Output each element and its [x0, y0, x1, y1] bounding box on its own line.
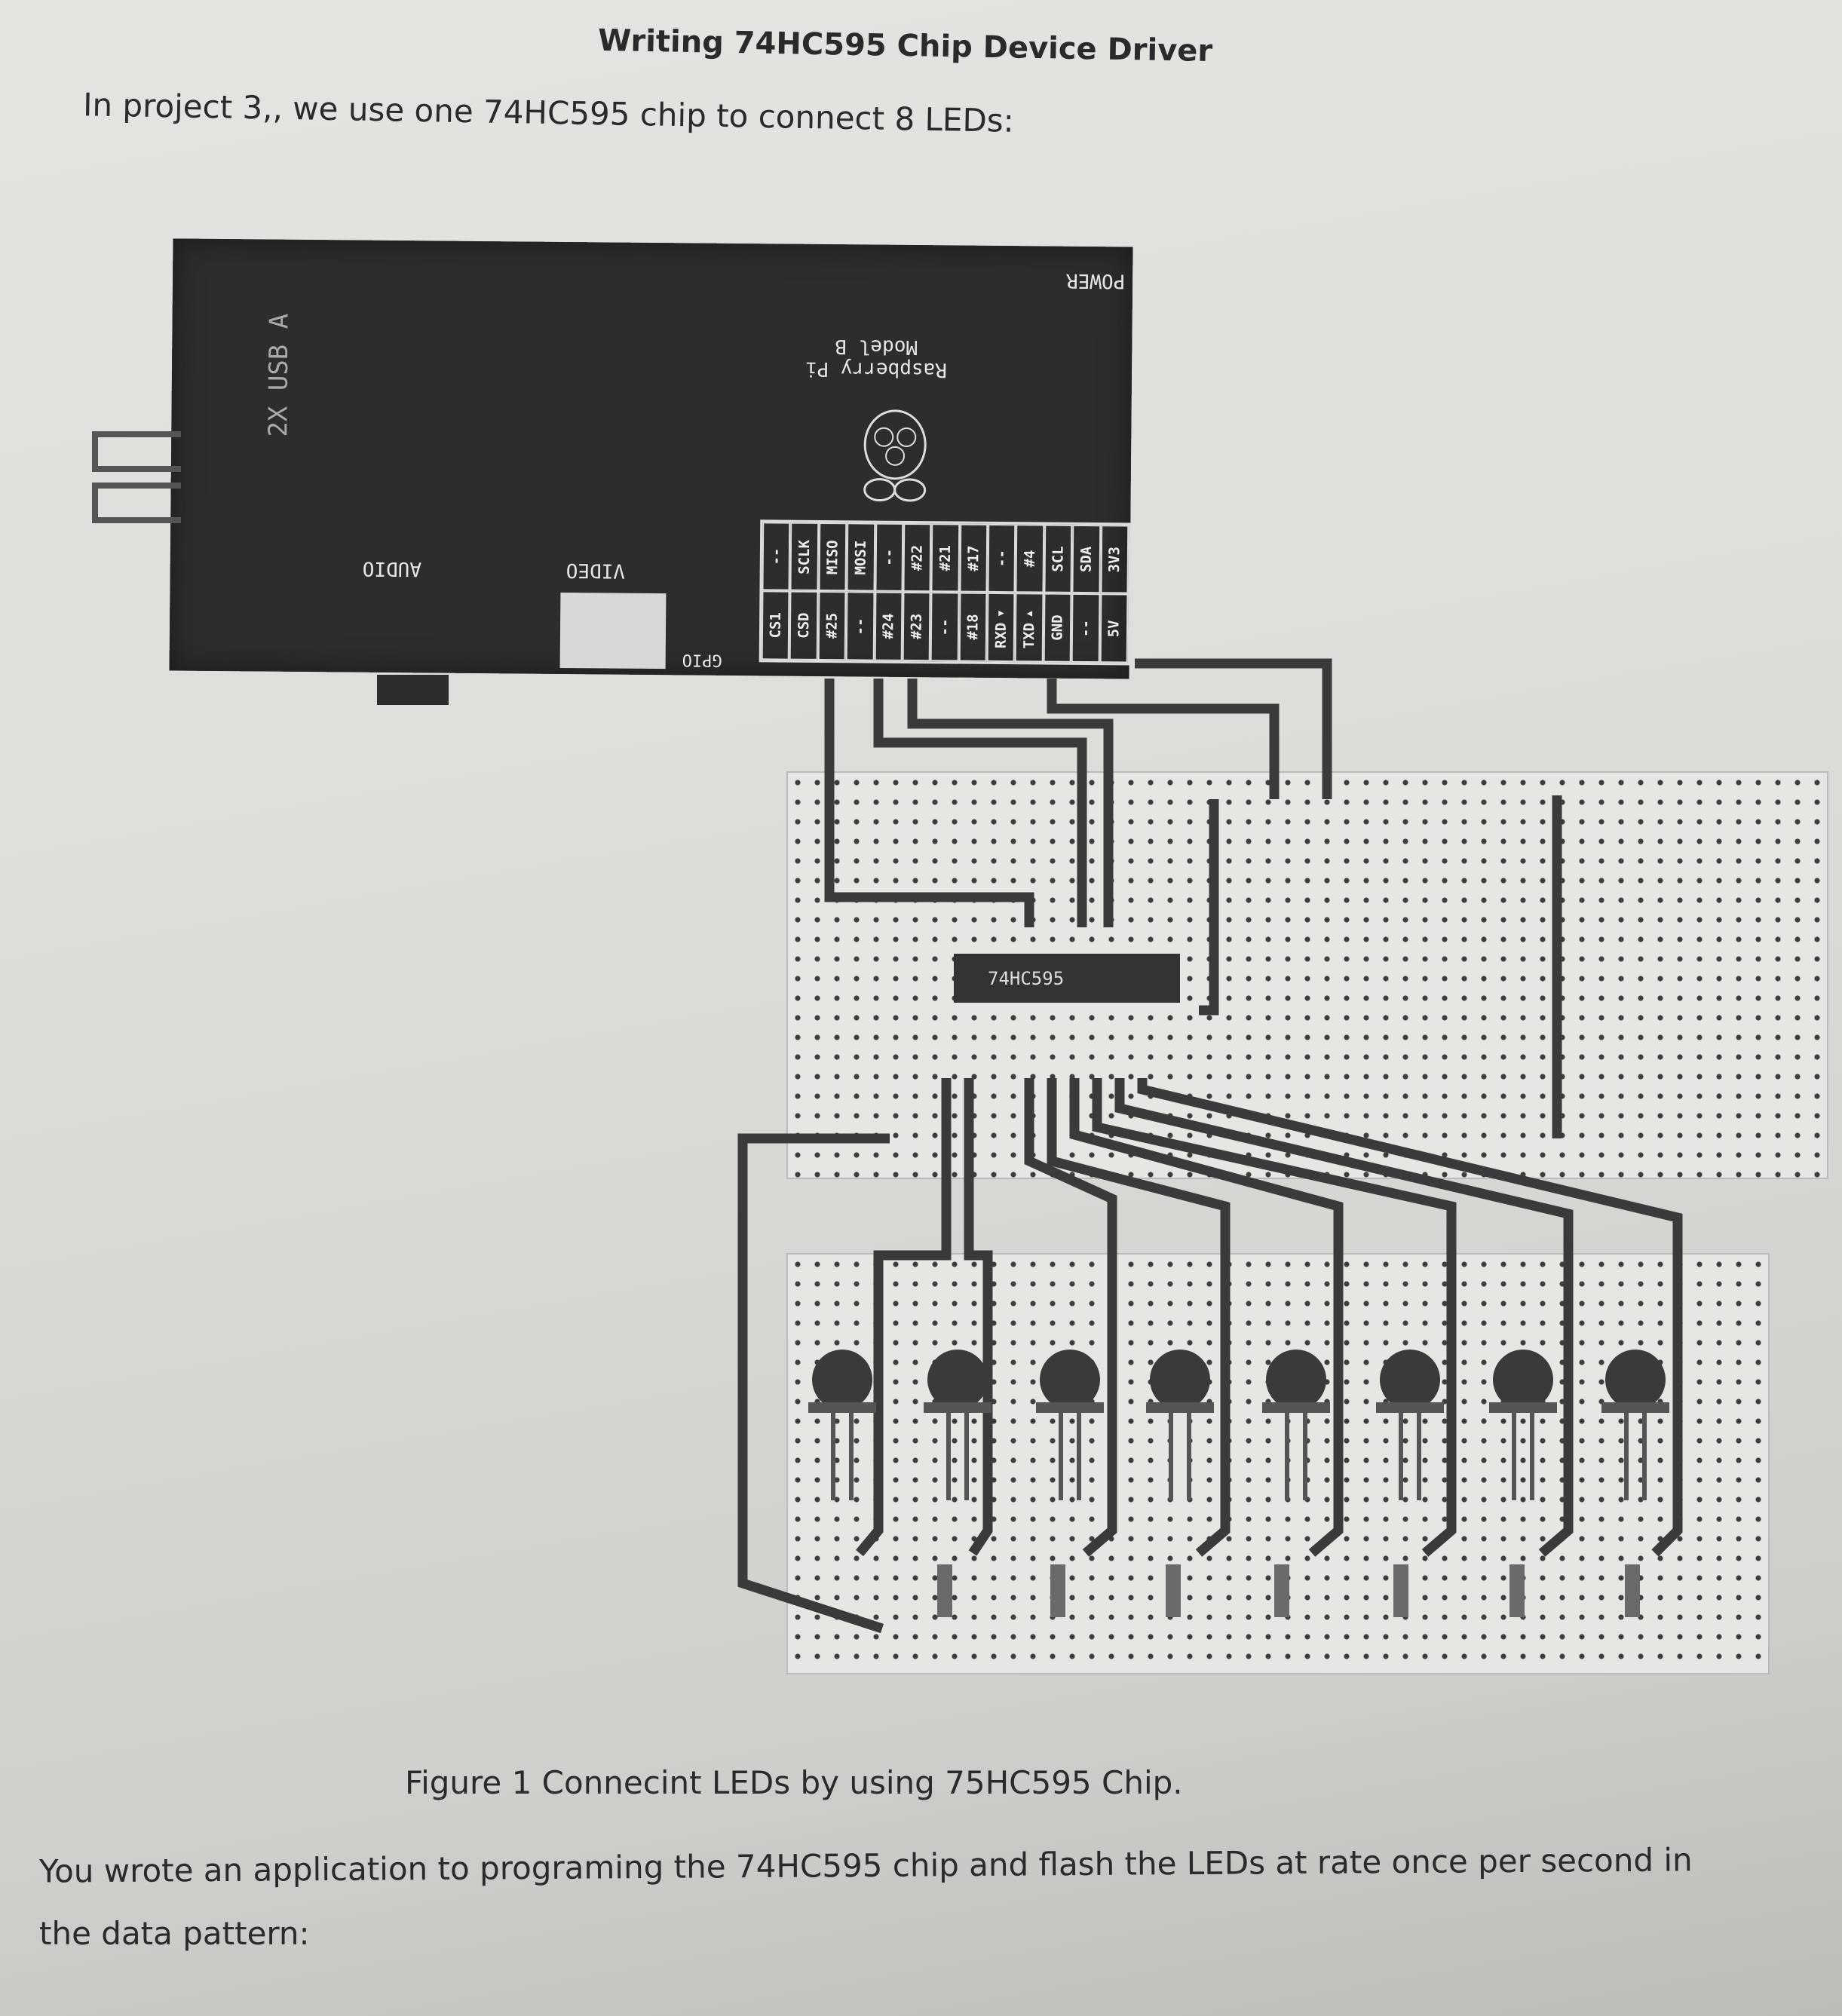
resistor — [1509, 1564, 1525, 1617]
figure-caption: Figure 1 Connecint LEDs by using 75HC595… — [405, 1764, 1183, 1801]
audio-jack — [377, 675, 449, 705]
led — [1601, 1350, 1669, 1500]
led — [808, 1350, 876, 1500]
body-text-line-2: the data pattern: — [39, 1915, 310, 1952]
led — [924, 1350, 991, 1500]
raspberry-logo-icon — [863, 409, 927, 502]
led — [1146, 1350, 1214, 1500]
resistor — [1274, 1564, 1289, 1617]
resistor — [1050, 1564, 1065, 1617]
resistor — [1625, 1564, 1640, 1617]
resistor — [937, 1564, 952, 1617]
leds — [808, 1350, 1669, 1500]
resistor — [1166, 1564, 1181, 1617]
resistor — [1393, 1564, 1408, 1617]
74hc595-chip — [954, 954, 1180, 1003]
wires — [737, 658, 1683, 1634]
chip-label: 74HC595 — [988, 968, 1064, 989]
led — [1036, 1350, 1104, 1500]
led — [1262, 1350, 1330, 1500]
usb-port-top — [92, 431, 181, 472]
raspberry-pi-board: POWER Raspberry Pi Model B 2X USB A AUDI… — [169, 238, 1133, 679]
main-breadboard — [786, 771, 1828, 1179]
usb-port-bottom — [92, 483, 181, 523]
led — [1376, 1350, 1444, 1500]
led — [1489, 1350, 1557, 1500]
resistors — [937, 1564, 1640, 1617]
